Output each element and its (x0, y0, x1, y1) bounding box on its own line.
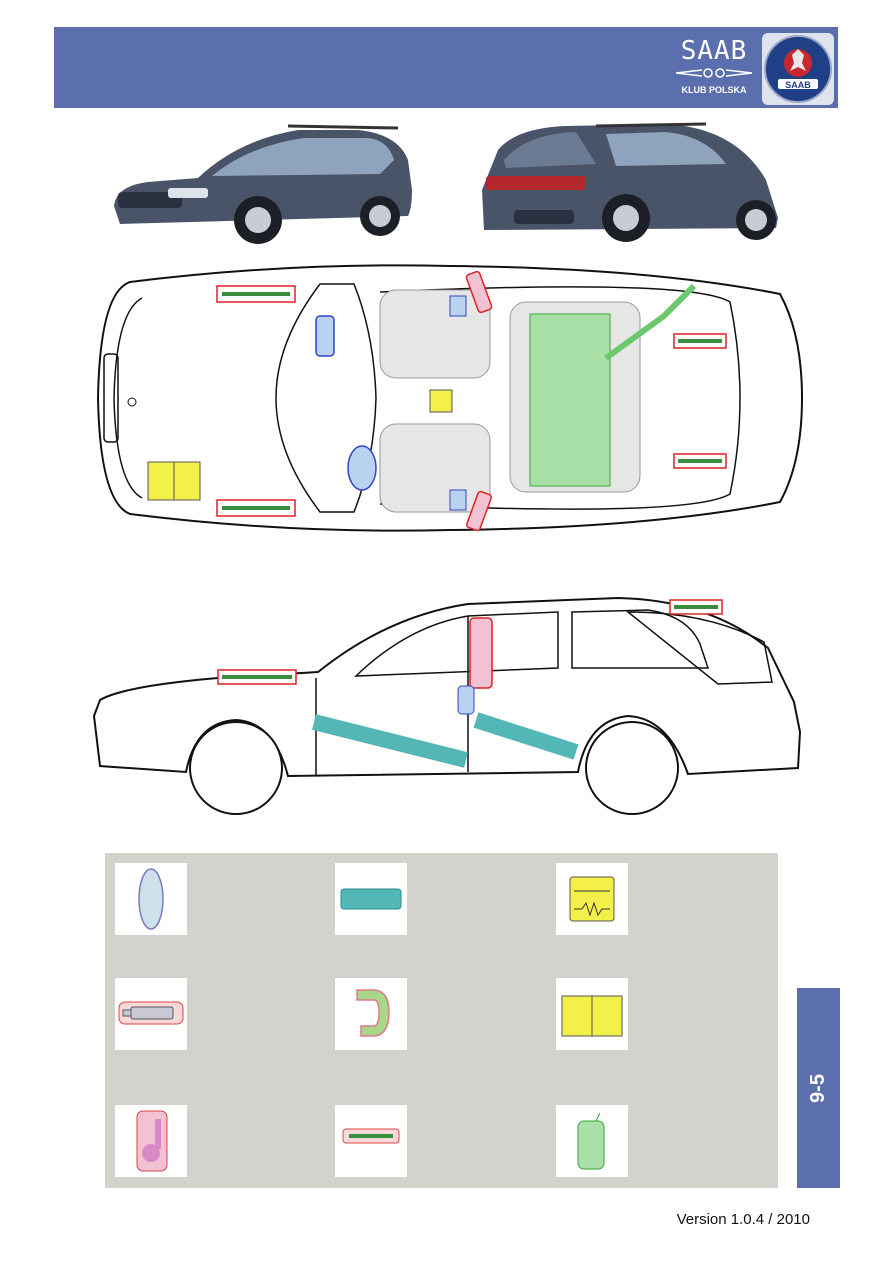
reinforcement-icon (340, 888, 402, 910)
seatbelt-pretensioner-icon (356, 989, 390, 1037)
logo-main-text: SAAB (680, 36, 748, 66)
legend-item-gas-strut (115, 978, 187, 1050)
vehicle-top-view (96, 264, 804, 532)
legend-item-gas-cylinder (335, 1105, 407, 1177)
battery-icon (561, 995, 623, 1037)
logo-sub-text: KLUB POLSKA (681, 85, 747, 95)
legend-item-control-unit (556, 863, 628, 935)
model-label: 9-5 (807, 1073, 829, 1103)
club-logo: SAAB KLUB POLSKA (672, 36, 756, 102)
airbag-icon (138, 868, 164, 930)
wings-icon (675, 68, 753, 78)
gas-cylinder-icon (342, 1128, 400, 1144)
version-text: Version 1.0.4 / 2010 (676, 1211, 810, 1228)
saab-emblem: SAAB (762, 33, 834, 105)
header-bar (54, 27, 838, 108)
emblem-text: SAAB (785, 80, 811, 90)
side-airbag-icon (136, 1110, 168, 1172)
legend-item-fuel-tank (556, 1105, 628, 1177)
legend-item-seatbelt-pretensioner (335, 978, 407, 1050)
legend-item-airbag (115, 863, 187, 935)
model-tab (797, 988, 840, 1188)
legend-item-battery (556, 978, 628, 1050)
control-unit-icon (569, 876, 615, 922)
legend-item-reinforcement (335, 863, 407, 935)
legend-item-side-airbag (115, 1105, 187, 1177)
vehicle-side-view (92, 596, 802, 815)
car-front-photo (114, 124, 412, 244)
gas-strut-icon (118, 1001, 184, 1025)
car-rear-photo (482, 122, 778, 242)
fuel-tank-icon (577, 1112, 605, 1170)
legend-panel (105, 853, 778, 1188)
